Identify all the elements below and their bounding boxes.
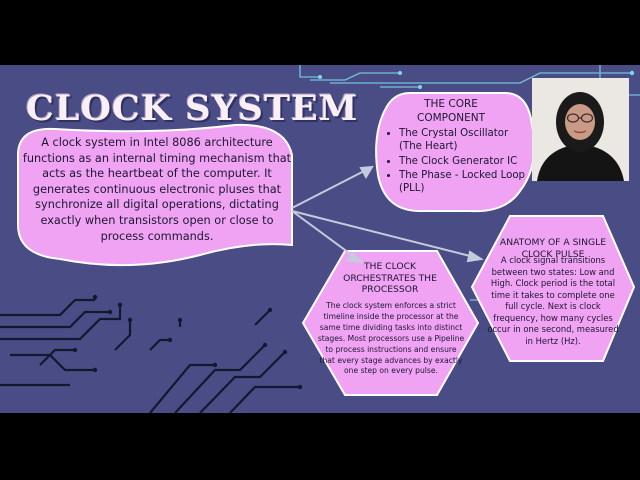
orchestrates-panel [301, 250, 480, 396]
intro-panel [17, 123, 293, 267]
anatomy-panel [470, 215, 636, 362]
core-component-heading: THE CORE COMPONENT [416, 98, 485, 124]
orchestrates-body: The clock system enforces a strict timel… [317, 301, 465, 376]
list-item: The Crystal Oscillator (The Heart) [399, 127, 534, 154]
arrow-icon [291, 167, 371, 209]
orchestrates-heading: THE CLOCK ORCHESTRATES THE PROCESSOR [343, 261, 437, 296]
circuit-lines-decoration [0, 65, 640, 413]
page-title: CLOCK SYSTEM [26, 88, 359, 129]
arrow-icon [291, 210, 361, 262]
intro-text: A clock system in Intel 8086 architectur… [22, 136, 292, 243]
anatomy-heading: ANATOMY OF A SINGLE CLOCK PULSE [499, 237, 607, 260]
arrow-icon [291, 210, 479, 259]
list-item: The Phase - Locked Loop (PLL) [399, 169, 534, 196]
list-item: The Clock Generator IC [399, 155, 534, 168]
core-component-panel [375, 92, 536, 213]
anatomy-body: A clock signal transitions between two s… [487, 255, 619, 346]
presenter-video [532, 78, 629, 181]
core-component-list: The Crystal Oscillator (The Heart) The C… [385, 127, 534, 196]
